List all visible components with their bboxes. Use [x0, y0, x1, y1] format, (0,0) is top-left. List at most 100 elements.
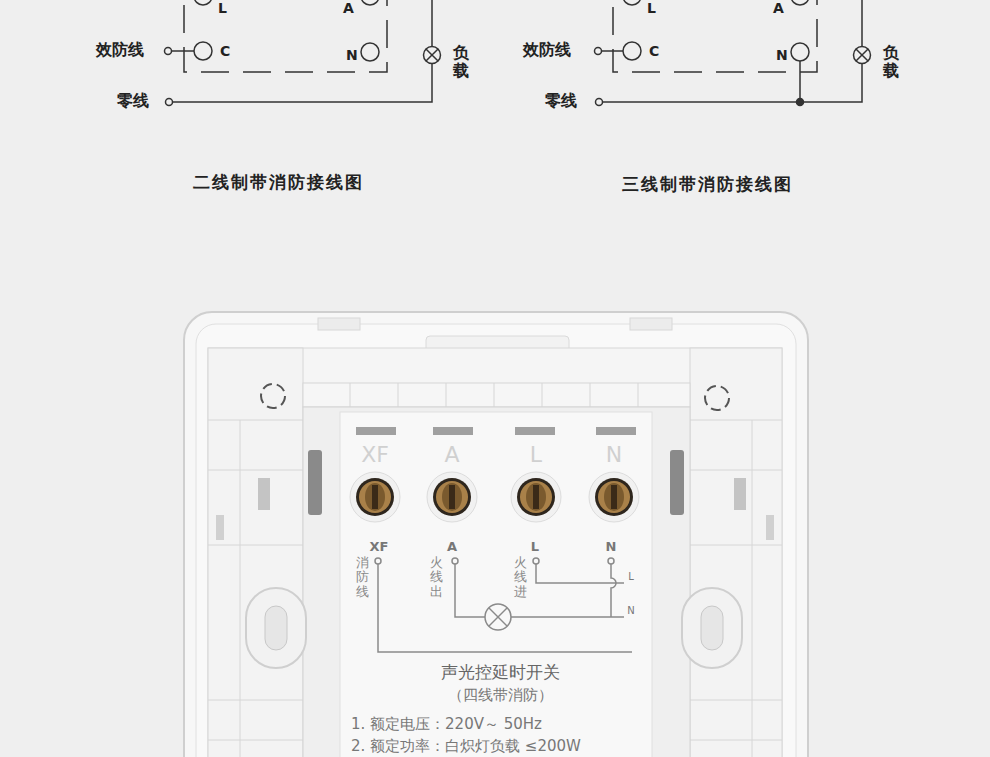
switch-plate: [208, 348, 782, 757]
terminal-screws: [427, 472, 477, 522]
terminal-screws: [598, 481, 630, 513]
wire: [388, 0, 432, 46]
printed-wiring: [455, 564, 485, 617]
wire-label: 效防线: [96, 40, 144, 59]
switch-plate: [766, 515, 774, 540]
spec-text: 声光控延时开关: [441, 662, 560, 682]
printed-wiring: [489, 608, 507, 626]
wire-label: L: [531, 539, 539, 555]
printed-wiring: [378, 564, 632, 652]
switch-plate: [690, 420, 782, 421]
embossed-letter: N: [606, 442, 622, 468]
top-wires: [173, 64, 433, 102]
terminal-name: A: [343, 0, 354, 17]
terminal-screws: [511, 472, 561, 522]
switch-plate: [184, 312, 808, 757]
printed-wiring: [375, 558, 632, 652]
embossed-letter: A: [444, 442, 459, 468]
top-wires: [596, 99, 603, 106]
terminal-circle: [623, 0, 641, 5]
terminal-screws: [520, 481, 552, 513]
printed-wiring: [533, 558, 539, 564]
switch-plate: [265, 606, 287, 650]
switch-plate: [208, 700, 303, 701]
switch-plate: [398, 383, 399, 407]
load-symbol: 负载: [853, 46, 871, 64]
dashed-outline: [613, 0, 817, 72]
wire: [799, 61, 801, 73]
terminal-circle: [361, 43, 379, 61]
switch-box: LACN: [612, 0, 818, 73]
terminal-screws: [611, 485, 617, 509]
load-label: 负载: [453, 44, 469, 79]
switch-plate: [208, 470, 303, 471]
terminal-screws: [511, 472, 561, 522]
switch-plate: [701, 606, 723, 650]
terminal-screws: [533, 485, 539, 509]
terminal-name: C: [220, 43, 230, 60]
spec-text: 1. 额定电压：220V～ 50Hz: [351, 715, 542, 733]
switch-plate: [734, 478, 746, 510]
wire: [800, 64, 862, 102]
terminal-screws: [350, 472, 400, 522]
switch-plate: [494, 383, 495, 407]
wire-label: N: [606, 539, 617, 555]
wire-label: L: [628, 571, 634, 583]
terminal-circle: [194, 0, 212, 5]
terminal-screws: [433, 478, 471, 516]
terminal-screws: [350, 472, 400, 522]
terminal-screws: [604, 483, 624, 511]
switch-plate: [690, 470, 782, 471]
switch-plate: [208, 740, 303, 741]
terminal-name: A: [773, 0, 784, 17]
switch-plate: [590, 383, 591, 407]
terminal-screws: [595, 478, 633, 516]
terminal-note: 火线进: [514, 556, 527, 599]
terminal-screws: [436, 481, 468, 513]
switch-plate: [446, 383, 447, 407]
switch-plate: [630, 318, 672, 330]
switch-plate: [350, 383, 351, 407]
spec-text: 2. 额定功率：白炽灯负载 ≤200W: [351, 737, 581, 755]
top-wires: [595, 48, 602, 55]
terminal-screws: [526, 483, 546, 511]
switch-plate: [752, 420, 753, 757]
terminal-circle: [791, 43, 809, 61]
terminal-circle: [791, 0, 809, 5]
switch-plate: [208, 545, 303, 546]
embossed-letter: L: [530, 442, 542, 468]
printed-wiring: [452, 558, 458, 564]
lamp-cross: [426, 49, 439, 62]
switch-plate: [433, 427, 473, 435]
wire-label: XF: [370, 539, 389, 555]
switch-plate: [670, 450, 684, 515]
caption-text: 三线制带消防接线图: [622, 174, 793, 194]
switch-plate: [303, 407, 690, 757]
switch-plate: [196, 324, 796, 757]
terminal-name: C: [649, 43, 659, 60]
switch-plate: [246, 588, 306, 668]
switch-plate: [318, 318, 360, 330]
top-wires: [172, 50, 195, 52]
terminal-screws: [427, 472, 477, 522]
switch-box: LACN: [183, 0, 388, 73]
switch-plate: [308, 450, 322, 515]
switch-plate: [340, 412, 652, 757]
printed-wiring: [485, 604, 511, 630]
terminal-circle: [623, 42, 641, 60]
printed-wiring: [489, 608, 507, 626]
terminal-screws: [356, 478, 394, 516]
switch-plate: [542, 383, 543, 407]
top-wires: [603, 101, 801, 103]
switch-plate: [705, 386, 729, 410]
switch-plate: [350, 383, 638, 407]
switch-plate: [638, 383, 639, 407]
lamp-cross: [856, 49, 869, 62]
lamp-cross: [856, 49, 869, 62]
switch-plate: [258, 478, 270, 510]
caption-text: 二线制带消防接线图: [193, 172, 364, 192]
terminal-screws: [517, 478, 555, 516]
switch-plate: [356, 427, 396, 435]
terminal-circle: [194, 42, 212, 60]
load-symbol: 负载: [423, 46, 441, 64]
